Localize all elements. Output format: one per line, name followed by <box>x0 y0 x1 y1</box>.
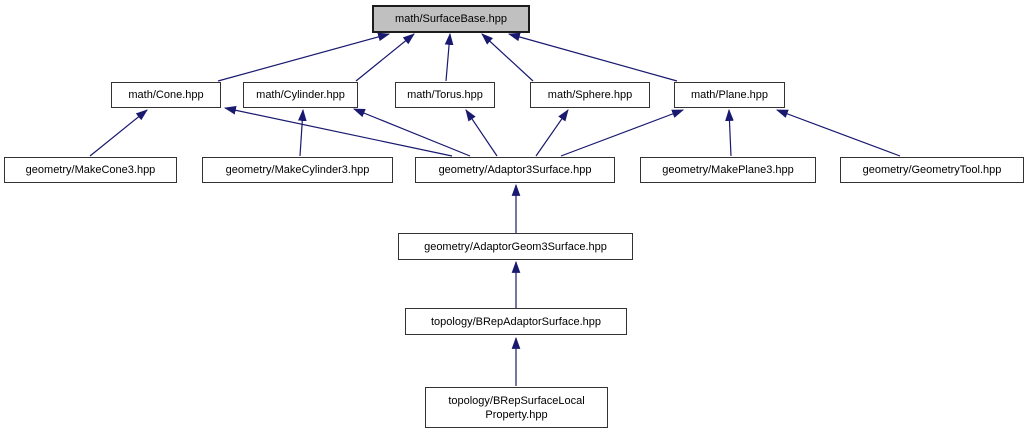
node-brep-adaptor-surface[interactable]: topology/BRepAdaptorSurface.hpp <box>405 308 627 335</box>
edge-cylinder-to-surface-base <box>355 33 415 82</box>
node-label: geometry/MakeCone3.hpp <box>25 164 156 176</box>
node-make-plane3[interactable]: geometry/MakePlane3.hpp <box>640 157 816 183</box>
node-geometry-tool[interactable]: geometry/GeometryTool.hpp <box>840 157 1024 183</box>
node-torus[interactable]: math/Torus.hpp <box>395 82 495 108</box>
node-brep-surface-local-property[interactable]: topology/BRepSurfaceLocal Property.hpp <box>425 387 608 428</box>
node-label: math/Torus.hpp <box>407 89 483 101</box>
edge-geometry-tool-to-plane <box>775 109 901 157</box>
edge-make-cylinder3-to-cylinder <box>297 108 307 157</box>
node-sphere[interactable]: math/Sphere.hpp <box>530 82 650 108</box>
node-plane[interactable]: math/Plane.hpp <box>674 82 785 108</box>
edge-adaptor3-surface-to-sphere <box>535 109 569 157</box>
edge-plane-to-surface-base <box>507 32 678 82</box>
node-cone[interactable]: math/Cone.hpp <box>111 82 221 108</box>
edge-sphere-to-surface-base <box>481 33 534 82</box>
edge-torus-to-surface-base <box>444 32 454 82</box>
node-label: topology/BRepAdaptorSurface.hpp <box>430 315 601 328</box>
node-label: geometry/MakePlane3.hpp <box>662 164 794 176</box>
node-make-cone3[interactable]: geometry/MakeCone3.hpp <box>4 157 177 183</box>
node-adaptor3-surface[interactable]: geometry/Adaptor3Surface.hpp <box>415 157 615 183</box>
node-label: geometry/MakeCylinder3.hpp <box>225 164 370 176</box>
edge-adaptor3-surface-to-plane <box>560 109 685 157</box>
node-label: math/Cone.hpp <box>128 89 204 101</box>
node-label: geometry/Adaptor3Surface.hpp <box>438 164 592 176</box>
edge-make-plane3-to-plane <box>725 108 734 157</box>
node-label: math/Sphere.hpp <box>547 89 633 101</box>
node-label: math/Cylinder.hpp <box>256 89 345 101</box>
node-label: geometry/GeometryTool.hpp <box>862 164 1002 176</box>
node-surface-base[interactable]: math/SurfaceBase.hpp <box>372 5 530 33</box>
edge-adaptor3-surface-to-torus <box>465 109 498 157</box>
node-label: math/SurfaceBase.hpp <box>395 13 507 25</box>
edge-cone-to-surface-base <box>217 32 391 82</box>
node-make-cylinder3[interactable]: geometry/MakeCylinder3.hpp <box>202 157 393 183</box>
node-adaptor-geom3-surface[interactable]: geometry/AdaptorGeom3Surface.hpp <box>398 233 633 260</box>
node-cylinder[interactable]: math/Cylinder.hpp <box>243 82 358 108</box>
edge-adaptor3-surface-to-cone <box>223 105 453 157</box>
node-label: geometry/AdaptorGeom3Surface.hpp <box>424 240 607 253</box>
edge-adaptor3-surface-to-cylinder <box>352 108 471 157</box>
node-label: topology/BRepSurfaceLocal Property.hpp <box>448 394 585 421</box>
node-label: math/Plane.hpp <box>690 89 769 101</box>
edge-make-cone3-to-cone <box>89 109 148 157</box>
